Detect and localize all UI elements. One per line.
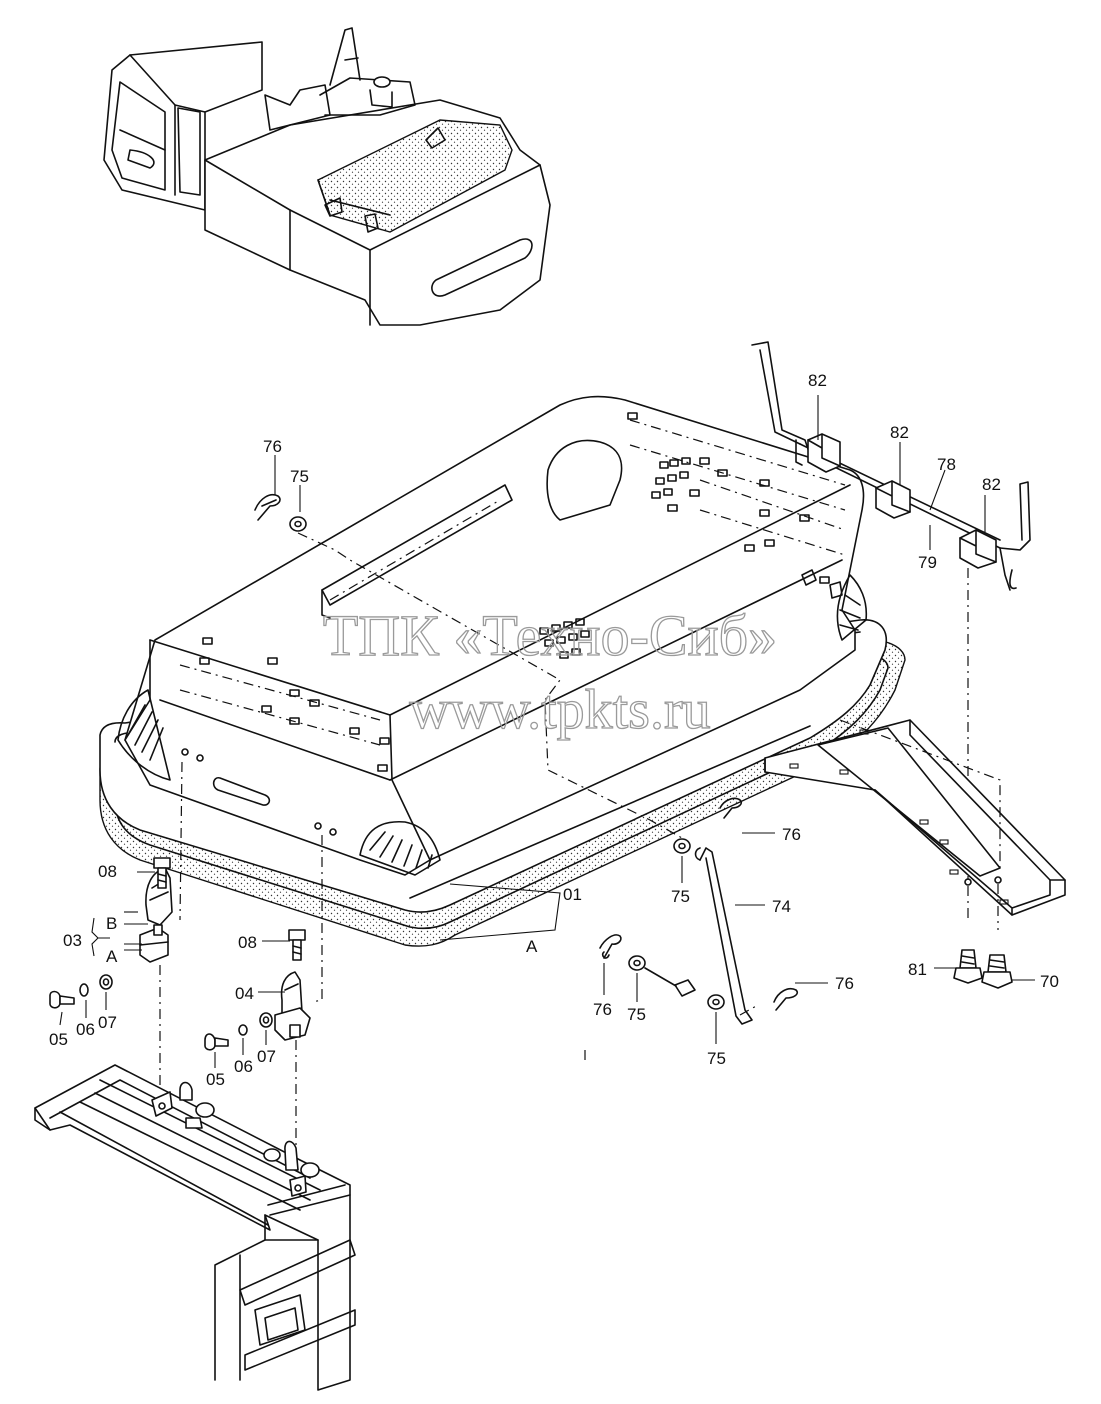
frame-structure [34, 1064, 356, 1391]
part-labels: 76 75 82 82 78 82 79 01 A 08 B 03 A 05 0… [49, 371, 1059, 1089]
label-01: 01 [563, 885, 582, 904]
label-03-b: B [106, 914, 117, 933]
label-05-mid: 05 [206, 1070, 225, 1089]
label-82-c: 82 [982, 475, 1001, 494]
label-08-left: 08 [98, 862, 117, 881]
label-03-a: A [106, 947, 118, 966]
label-75-top: 75 [290, 467, 309, 486]
label-82-a: 82 [808, 371, 827, 390]
label-76-right: 76 [835, 974, 854, 993]
excavator-overview [103, 27, 551, 326]
label-06-mid: 06 [234, 1057, 253, 1076]
label-75-mid: 75 [671, 887, 690, 906]
label-a-main: A [526, 937, 538, 956]
prop-rod [254, 494, 799, 1060]
label-75-low2: 75 [707, 1049, 726, 1068]
watermark-company: ТПК «Техно-Сиб» [323, 603, 777, 668]
label-07-left: 07 [98, 1013, 117, 1032]
label-82-b: 82 [890, 423, 909, 442]
label-03: 03 [63, 931, 82, 950]
label-06-left: 06 [76, 1020, 95, 1039]
engine-hood-cover [99, 395, 906, 947]
label-75-low1: 75 [627, 1005, 646, 1024]
latch-04 [204, 835, 323, 1150]
label-79: 79 [918, 553, 937, 572]
label-74: 74 [772, 897, 791, 916]
latch-03 [49, 761, 183, 1100]
label-70: 70 [1040, 972, 1059, 991]
right-bracket [764, 719, 1066, 989]
label-76-top: 76 [263, 437, 282, 456]
label-05-left: 05 [49, 1030, 68, 1049]
label-07-mid: 07 [257, 1047, 276, 1066]
label-78: 78 [937, 455, 956, 474]
label-76-mid: 76 [782, 825, 801, 844]
watermark: ТПК «Техно-Сиб» www.tpkts.ru [322, 602, 778, 741]
watermark-url: www.tpkts.ru [409, 679, 710, 741]
label-08-mid: 08 [238, 933, 257, 952]
label-76-low: 76 [593, 1000, 612, 1019]
label-04: 04 [235, 984, 254, 1003]
label-81: 81 [908, 960, 927, 979]
stay-rod-assembly [751, 341, 1031, 880]
leader-lines [59, 395, 1035, 1068]
